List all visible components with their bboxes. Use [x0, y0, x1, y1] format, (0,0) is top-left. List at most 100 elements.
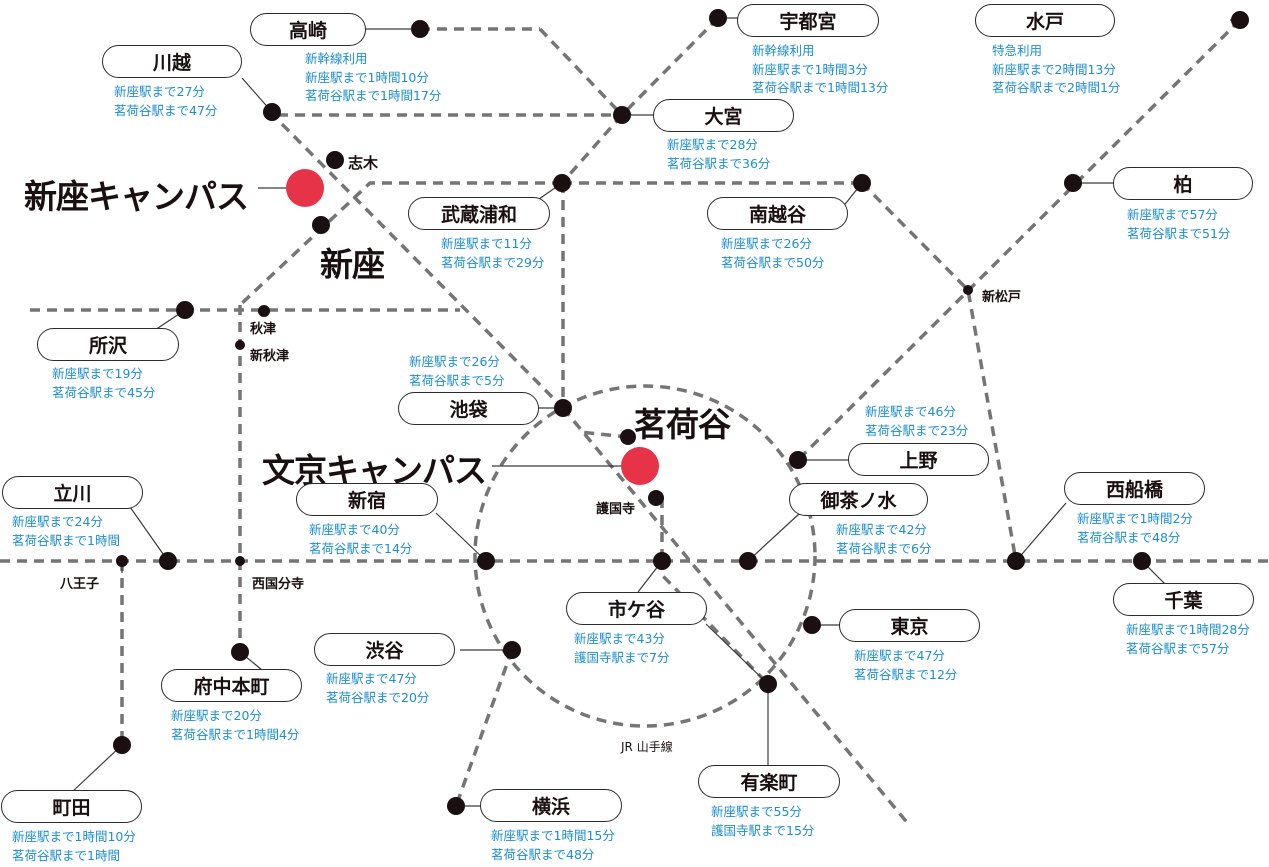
station-musashiurawa: 武蔵浦和: [408, 197, 550, 230]
yamanote-loop: [473, 384, 817, 728]
station-shinjuku: 新宿: [296, 483, 438, 516]
line-myogadani-link: [579, 430, 629, 439]
dot-mito: [1231, 11, 1249, 29]
station-mito: 水戸: [975, 4, 1115, 37]
dot-omiya: [613, 106, 631, 124]
info-ichigaya: 新座駅まで43分護国寺駅まで7分: [574, 631, 670, 665]
info-machida: 新座駅まで1時間10分茗荷谷駅まで1時間: [12, 829, 136, 863]
akitsu-label: 秋津: [250, 322, 277, 337]
station-ikebukuro: 池袋: [398, 392, 539, 425]
station-yurakucho: 有楽町: [698, 765, 840, 798]
info-nishifunabashi: 新座駅まで1時間2分茗荷谷駅まで48分: [1077, 511, 1193, 545]
dot-musashiurawa: [553, 174, 571, 192]
station-omiya: 大宮: [653, 99, 794, 132]
info-fuchuhonmachi: 新座駅まで20分茗荷谷駅まで1時間4分: [171, 708, 300, 742]
hachioji-label: 八王子: [60, 577, 100, 592]
info-yokohama: 新座駅まで1時間15分茗荷谷駅まで48分: [491, 828, 615, 862]
dot-ikebukuro: [554, 399, 572, 417]
info-musashiurawa: 新座駅まで11分茗荷谷駅まで29分: [441, 236, 545, 270]
station-machida: 町田: [1, 790, 142, 823]
leader-ochanomizu: [747, 512, 801, 562]
dot-shibuya: [503, 641, 521, 659]
dot-ochanomizu: [739, 552, 757, 570]
station-yokohama: 横浜: [480, 789, 622, 822]
line-omiya-musashiurawa: [560, 113, 624, 185]
dot-shinmatsudo: [963, 285, 973, 295]
station-chiba: 千葉: [1113, 583, 1254, 616]
info-kawagoe: 新座駅まで27分茗荷谷駅まで47分: [114, 84, 218, 118]
info-tachikawa: 新座駅まで24分茗荷谷駅まで1時間: [12, 514, 120, 548]
station-utsunomiya: 宇都宮: [737, 4, 879, 37]
niiza-campus-label: 新座キャンパス: [24, 177, 249, 216]
info-takasaki: 新幹線利用新座駅まで1時間10分茗荷谷駅まで1時間17分: [305, 51, 442, 103]
station-tachikawa: 立川: [2, 476, 143, 509]
station-nishifunabashi: 西船橋: [1064, 472, 1205, 505]
station-takasaki: 高崎: [250, 13, 366, 46]
dot-tokorozawa: [176, 301, 194, 319]
dot-minamikoshigaya: [853, 174, 871, 192]
dot-shiki: [326, 151, 344, 169]
dot-hachioji: [116, 555, 128, 567]
dot-tachikawa: [159, 552, 177, 570]
dot-chiba: [1133, 552, 1151, 570]
dot-iidabashi: [653, 552, 671, 570]
info-shinjuku: 新座駅まで40分茗荷谷駅まで14分: [309, 522, 413, 556]
myogadani-station-label: 茗荷谷: [634, 405, 731, 444]
info-shibuya: 新座駅まで47分茗荷谷駅まで20分: [326, 671, 430, 705]
station-ueno: 上野: [848, 443, 989, 476]
info-mito: 特急利用新座駅まで2時間13分茗荷谷駅まで2時間1分: [992, 43, 1121, 95]
dot-myogadani: [620, 429, 636, 445]
line-joban: [796, 18, 1242, 462]
station-shibuya: 渋谷: [314, 633, 455, 666]
dot-niiza: [312, 216, 330, 234]
line-tobu-tojo: [268, 110, 565, 410]
station-ichigaya: 市ケ谷: [566, 592, 707, 625]
info-utsunomiya: 新幹線利用新座駅まで1時間3分茗荷谷駅まで1時間13分: [752, 43, 889, 95]
info-yurakucho: 新座駅まで55分護国寺駅まで15分: [711, 804, 815, 838]
shiki-label: 志木: [348, 154, 379, 172]
dot-nishifunabashi: [1007, 552, 1025, 570]
leader-ichigaya-yurakucho: [705, 623, 769, 685]
dot-takasaki: [411, 20, 429, 38]
station-tokorozawa: 所沢: [37, 328, 179, 361]
leader-tachikawa: [129, 506, 169, 562]
dot-utsunomiya: [709, 9, 727, 27]
dot-akitsu: [258, 305, 270, 317]
dot-yurakucho: [759, 675, 777, 693]
niiza-station-label: 新座: [320, 245, 385, 284]
line-utsunomiya-omiya: [620, 16, 720, 117]
shinmatsudo-label: 新松戸: [982, 290, 1022, 305]
info-ochanomizu: 新座駅まで42分茗荷谷駅まで6分: [836, 522, 932, 556]
info-chiba: 新座駅まで1時間28分茗荷谷駅まで57分: [1126, 622, 1250, 656]
dot-ueno: [789, 451, 807, 469]
info-ikebukuro: 新座駅まで26分茗荷谷駅まで5分: [409, 354, 505, 388]
info-minamikoshigaya: 新座駅まで26分茗荷谷駅まで50分: [721, 236, 825, 270]
info-ueno: 新座駅まで46分茗荷谷駅まで23分: [865, 404, 969, 438]
dot-shinakitsu: [235, 340, 245, 350]
station-kawagoe: 川越: [102, 45, 242, 78]
gokokuji-label: 護国寺: [596, 502, 636, 517]
leader-nishifunabashi: [1015, 502, 1067, 562]
shinakitsu-label: 新秋津: [250, 349, 290, 364]
dot-shinjuku: [477, 552, 495, 570]
info-tokyo: 新座駅まで47分茗荷谷駅まで12分: [854, 648, 958, 682]
info-omiya: 新座駅まで28分茗荷谷駅まで36分: [667, 137, 771, 171]
station-minamikoshigaya: 南越谷: [707, 197, 848, 230]
line-ikebukuro-myogadani: [561, 406, 912, 828]
station-ochanomizu: 御茶ノ水: [789, 483, 928, 516]
leader-shinjuku: [435, 512, 487, 562]
line-yokohama: [454, 649, 514, 807]
station-fuchuhonmachi: 府中本町: [161, 669, 302, 702]
leader-machida: [71, 744, 123, 793]
line-musashino-west: [238, 181, 562, 307]
dot-tokyo: [803, 616, 821, 634]
niiza-campus-marker: [286, 169, 324, 207]
dot-yokohama: [447, 797, 465, 815]
yamanote-label: JR 山手線: [621, 740, 673, 754]
dot-gokokuji: [648, 490, 664, 506]
info-tokorozawa: 新座駅まで19分茗荷谷駅まで45分: [52, 366, 156, 400]
line-takasaki-omiya-diag: [538, 27, 624, 117]
dot-machida: [113, 736, 131, 754]
bunkyo-campus-marker: [621, 447, 659, 485]
